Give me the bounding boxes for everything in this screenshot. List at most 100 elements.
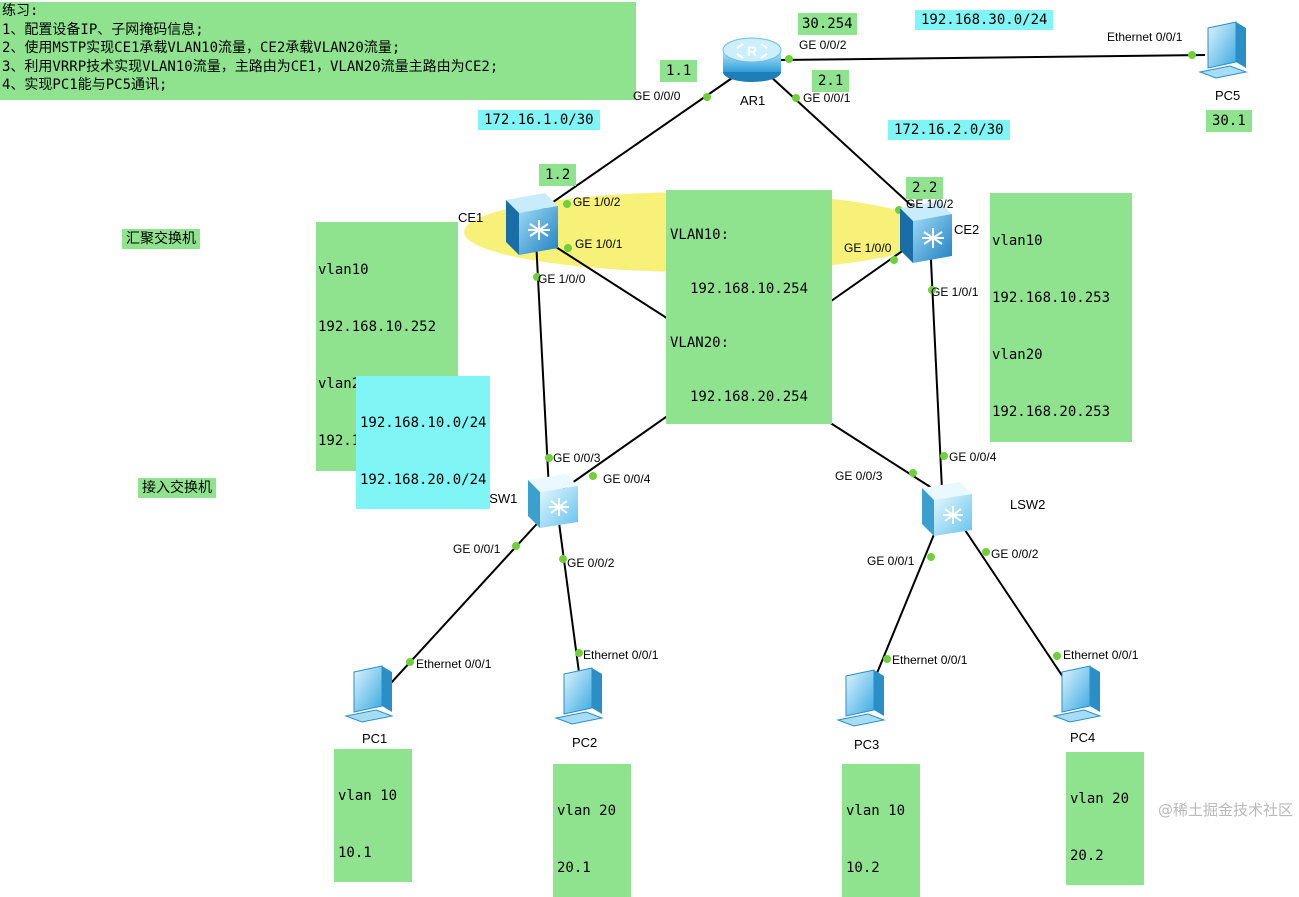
port-label: GE 0/0/3 (553, 451, 601, 465)
port-label: Ethernet 0/0/1 (892, 653, 968, 667)
port-dot (533, 273, 541, 281)
task-line: 4、实现PC1能与PC5通讯; (2, 77, 168, 93)
link-lsw2-pc3[interactable] (867, 514, 943, 696)
device-label-pc2: PC2 (572, 735, 598, 750)
port-dot (512, 542, 520, 550)
note-access-layer: 接入交换机 (138, 478, 216, 498)
port-dot (928, 286, 936, 294)
device-label-lsw1: LSW1 (482, 491, 518, 506)
pc1-icon[interactable] (344, 665, 394, 723)
port-label: GE 0/0/0 (633, 89, 681, 103)
port-dot (982, 548, 990, 556)
pc1-ip: 10.1 (338, 845, 372, 861)
link-lsw2-pc4[interactable] (954, 514, 1076, 696)
note-pc2: vlan 20 20.1 (553, 764, 631, 897)
vrrp-vlan10-ip: 192.168.10.254 (690, 281, 809, 297)
note-net30: 192.168.30.0/24 (915, 10, 1054, 30)
pc4-vlan: vlan 20 (1070, 791, 1130, 807)
note-ce2-ip2: 2.2 (906, 177, 944, 199)
port-dot (792, 94, 800, 102)
port-dot (785, 55, 793, 63)
port-dots (406, 51, 1196, 666)
ce2-vlan10-ip: 192.168.10.253 (992, 290, 1111, 306)
port-label: GE 1/0/0 (538, 272, 586, 286)
exercise-task-box: 练习: 1、配置设备IP、子网掩码信息; 2、使用MSTP实现CE1承载VLAN… (0, 2, 636, 100)
ce1-vlan10-label: vlan10 (318, 262, 369, 278)
port-dot (564, 244, 572, 252)
pc2-icon[interactable] (554, 667, 604, 725)
task-line: 练习: (2, 3, 39, 19)
port-dot (545, 454, 553, 462)
switch-ce1-icon[interactable] (506, 193, 558, 255)
port-dot (563, 200, 571, 208)
pc1-vlan: vlan 10 (338, 788, 398, 804)
ce2-vlan10-label: vlan10 (992, 233, 1043, 249)
switch-lsw2-icon[interactable] (922, 482, 972, 536)
note-net2: 172.16.2.0/30 (888, 120, 1010, 140)
port-dot (883, 655, 891, 663)
task-line: 2、使用MSTP实现CE1承载VLAN10流量，CE2承载VLAN20流量; (2, 40, 401, 56)
svg-text:R: R (747, 43, 757, 59)
note-lan-subnets: 192.168.10.0/24 192.168.20.0/24 (356, 376, 491, 509)
router-ar1-icon[interactable]: R (722, 37, 782, 82)
port-label: GE 0/0/2 (991, 547, 1039, 561)
port-dot (703, 93, 711, 101)
link-ar1-pc5[interactable] (779, 54, 1206, 61)
port-label: GE 0/0/1 (803, 91, 851, 105)
pc4-ip: 20.2 (1070, 848, 1104, 864)
link-ce2-lsw2[interactable] (929, 239, 943, 491)
note-aggregation-layer: 汇聚交换机 (122, 229, 200, 249)
note-ce1-ip1: 1.2 (539, 164, 577, 186)
note-ar1-ip1: 1.1 (660, 60, 698, 82)
port-label: GE 1/0/2 (906, 197, 954, 211)
ce1-vlan20-label: vlan20 (318, 376, 369, 392)
watermark: @稀土掘金技术社区 (1157, 801, 1293, 819)
lan-subnet-vlan20: 192.168.20.0/24 (360, 472, 487, 488)
port-label: Ethernet 0/0/1 (1107, 30, 1183, 44)
task-line: 1、配置设备IP、子网掩码信息; (2, 21, 204, 38)
device-label-ce2: CE2 (954, 222, 980, 237)
port-label: GE 0/0/2 (567, 556, 615, 570)
vrrp-vlan10-label: VLAN10: (670, 227, 730, 243)
note-pc1: vlan 10 10.1 (334, 749, 412, 882)
vrrp-vlan20-ip: 192.168.20.254 (690, 389, 809, 405)
note-net1: 172.16.1.0/30 (478, 110, 600, 130)
port-dot (1053, 652, 1061, 660)
port-label: GE 0/0/4 (949, 450, 997, 464)
note-pc5-ip: 30.1 (1206, 110, 1252, 132)
switch-lsw1-icon[interactable] (528, 474, 578, 528)
link-lsw1-pc2[interactable] (557, 514, 583, 696)
note-ar1-ip2: 2.1 (812, 70, 850, 92)
port-label: Ethernet 0/0/1 (416, 657, 492, 671)
port-label: Ethernet 0/0/1 (583, 648, 659, 662)
vrrp-vlan20-label: VLAN20: (670, 335, 730, 351)
port-label: GE 0/0/4 (603, 472, 651, 486)
pc3-icon[interactable] (836, 669, 886, 727)
pc5-icon[interactable] (1198, 21, 1248, 79)
port-dot (559, 555, 567, 563)
link-ce1-lsw1[interactable] (535, 239, 550, 491)
note-vrrp-virtual-ips: VLAN10: 192.168.10.254 VLAN20: 192.168.2… (666, 190, 832, 424)
device-label-pc1: PC1 (362, 731, 388, 746)
device-label-ar1: AR1 (740, 93, 766, 108)
device-label-pc4: PC4 (1070, 730, 1096, 745)
pc3-vlan: vlan 10 (846, 803, 906, 819)
device-label-lsw2: LSW2 (1010, 497, 1046, 512)
switch-ce2-icon[interactable] (900, 201, 952, 263)
note-ar1-ip30: 30.254 (798, 13, 857, 35)
port-label: GE 0/0/2 (799, 38, 847, 52)
ce2-vlan20-ip: 192.168.20.253 (992, 404, 1111, 420)
task-line: 3、利用VRRP技术实现VLAN10流量，主路由为CE1，VLAN20流量主路由… (2, 58, 499, 75)
pc4-icon[interactable] (1052, 665, 1102, 723)
link-ar1-ce1[interactable] (529, 75, 736, 219)
port-label: GE 1/0/0 (844, 241, 892, 255)
device-label-pc5: PC5 (1215, 88, 1241, 103)
port-dot (927, 553, 935, 561)
note-pc3: vlan 10 10.2 (842, 764, 920, 897)
pc2-ip: 20.1 (557, 860, 591, 876)
port-dot (1188, 51, 1196, 59)
port-label: GE 0/0/1 (453, 542, 501, 556)
port-label: GE 1/0/2 (573, 195, 621, 209)
port-label: GE 0/0/1 (867, 554, 915, 568)
port-label: GE 1/0/1 (931, 285, 979, 299)
